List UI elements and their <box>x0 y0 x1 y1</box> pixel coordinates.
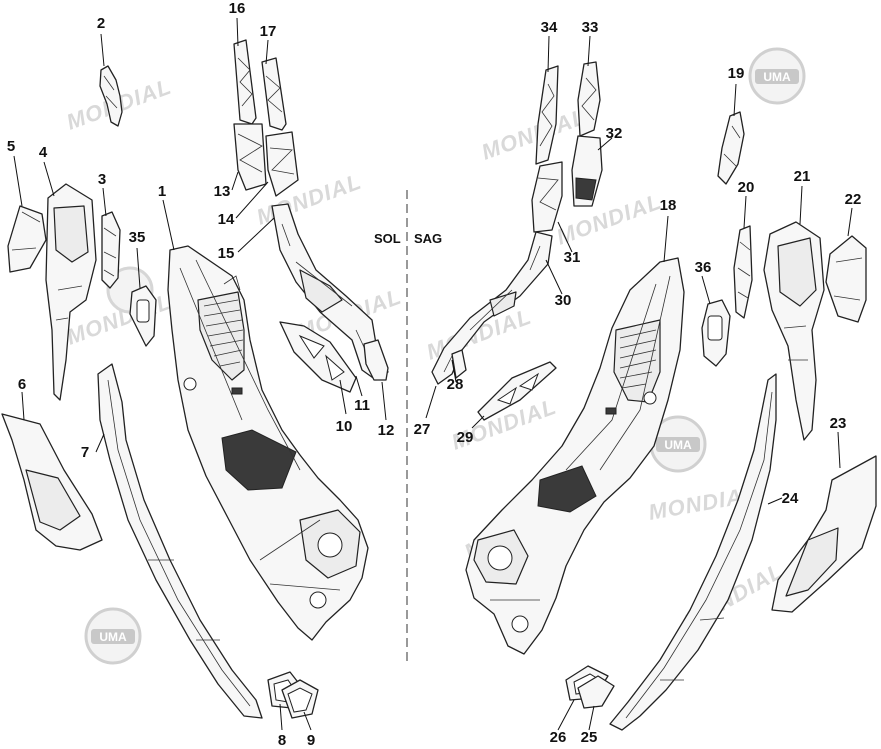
label-part-36: 36 <box>695 259 712 276</box>
label-part-32: 32 <box>606 125 623 142</box>
label-part-18: 18 <box>660 197 677 214</box>
label-part-33: 33 <box>582 19 599 36</box>
part-6-side-cover <box>1 413 103 551</box>
part-19-bracket <box>717 111 745 185</box>
part-24-sill <box>609 373 777 731</box>
label-part-7: 7 <box>81 444 89 461</box>
watermark-text: MONDIAL <box>478 104 590 165</box>
part-22-deflector <box>825 235 867 323</box>
part-35-bracket <box>129 285 157 347</box>
part-1-left-floor-frame <box>167 245 369 641</box>
label-part-35: 35 <box>129 229 146 246</box>
part-3-bracket <box>101 211 121 289</box>
part-5-deflector <box>7 205 47 273</box>
part-2-bracket <box>99 65 123 127</box>
label-part-1: 1 <box>158 183 166 200</box>
uma-logo: UMA <box>84 607 142 665</box>
side-label-left: SOL <box>374 231 401 246</box>
part-4-side-panel <box>45 183 97 401</box>
label-part-16: 16 <box>229 0 246 17</box>
part-14-strip <box>265 131 299 197</box>
part-29-grille <box>477 361 557 421</box>
part-34-strip <box>535 65 559 165</box>
label-part-26: 26 <box>550 729 567 746</box>
label-part-11: 11 <box>354 397 370 414</box>
label-part-22: 22 <box>845 191 862 208</box>
part-36-bracket <box>701 299 731 367</box>
leader-lines <box>13 17 853 731</box>
part-31-strip <box>531 161 563 233</box>
label-part-9: 9 <box>307 732 315 749</box>
part-30-rail <box>431 231 553 385</box>
label-part-31: 31 <box>564 249 581 266</box>
part-7-sill <box>97 363 263 719</box>
label-part-19: 19 <box>728 65 745 82</box>
label-part-15: 15 <box>218 245 235 262</box>
part-17-strip <box>261 57 287 131</box>
part-23-side-cover <box>771 455 877 613</box>
label-part-2: 2 <box>97 15 105 32</box>
part-15-rail <box>271 203 389 381</box>
label-part-27: 27 <box>414 421 431 438</box>
part-28-clip <box>451 349 467 379</box>
label-part-34: 34 <box>541 19 558 36</box>
uma-logo: UMA <box>649 415 707 473</box>
label-part-28: 28 <box>447 376 464 393</box>
label-part-25: 25 <box>581 729 598 746</box>
watermark-text: MONDIAL <box>553 189 665 250</box>
label-part-30: 30 <box>555 292 572 309</box>
label-part-6: 6 <box>18 376 26 393</box>
label-part-20: 20 <box>738 179 755 196</box>
uma-logo-text: UMA <box>99 630 127 644</box>
part-21-side-panel <box>763 221 825 441</box>
part-25-trim <box>577 675 615 709</box>
label-part-21: 21 <box>794 168 811 185</box>
uma-logo: UMA <box>748 47 806 105</box>
uma-logo-text: UMA <box>763 70 791 84</box>
part-32-strip <box>571 135 603 207</box>
part-18-right-floor-frame <box>465 257 685 655</box>
label-part-24: 24 <box>782 490 799 507</box>
part-33-strip <box>577 61 601 137</box>
part-13-strip <box>233 123 267 191</box>
part-labels: 2 16 17 5 4 3 1 35 13 14 15 6 7 10 11 12… <box>7 0 862 749</box>
uma-logo-text: UMA <box>664 438 692 452</box>
label-part-10: 10 <box>336 418 353 435</box>
label-part-8: 8 <box>278 732 286 749</box>
label-part-17: 17 <box>260 23 277 40</box>
part-9-trim <box>281 679 319 719</box>
label-part-13: 13 <box>214 183 231 200</box>
label-part-29: 29 <box>457 429 474 446</box>
label-part-4: 4 <box>39 144 48 161</box>
part-10-grille <box>279 321 357 393</box>
side-label-right: SAG <box>414 231 442 246</box>
part-12-end-piece <box>363 339 389 381</box>
label-part-3: 3 <box>98 171 106 188</box>
label-part-23: 23 <box>830 415 847 432</box>
part-16-strip <box>233 39 257 125</box>
label-part-14: 14 <box>218 211 235 228</box>
label-part-12: 12 <box>378 422 395 439</box>
part-20-bracket <box>733 225 753 319</box>
label-part-5: 5 <box>7 138 15 155</box>
